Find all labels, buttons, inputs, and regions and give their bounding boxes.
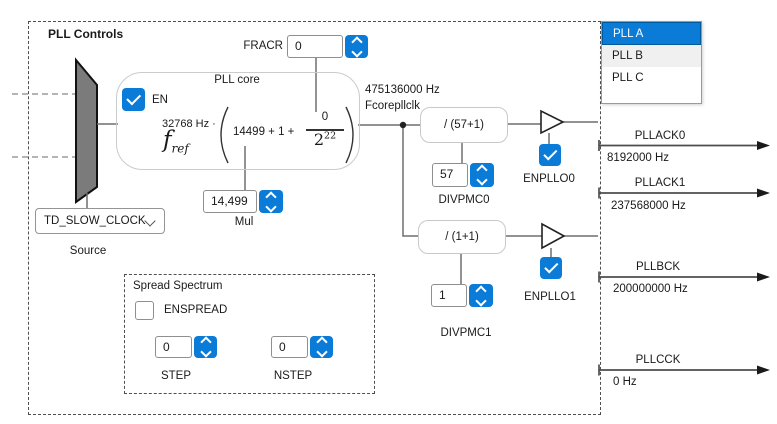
divpmc1-expression-box: / (1+1) <box>418 220 506 254</box>
step-spinner-buttons[interactable] <box>194 336 217 358</box>
en-checkbox-label: EN <box>152 94 168 106</box>
arrow-icon-0 <box>757 141 770 150</box>
pll-selector-item-c[interactable]: PLL C <box>602 67 701 89</box>
denom-base: 2 <box>313 130 325 149</box>
chevron-down-icon <box>265 200 277 213</box>
nstep-input[interactable]: 0 <box>271 336 308 358</box>
arrow-icon-3 <box>757 365 770 375</box>
source-dropdown-value: TD_SLOW_CLOCK <box>44 215 146 227</box>
pll-item-label: PLL A <box>613 27 644 40</box>
divpmc0-input[interactable]: 57 <box>432 163 468 187</box>
formula-ref-freq: 32768 Hz · <box>162 118 216 130</box>
fracr-spinner: 0 <box>287 35 368 58</box>
core-output-freq: 475136000 Hz <box>365 84 440 96</box>
arrow-icon-2 <box>757 272 770 282</box>
enpllo0-label: ENPLLO0 <box>523 173 575 185</box>
fref-f: f <box>163 127 172 153</box>
output-name: PLLACK1 <box>634 177 686 189</box>
enpllo1-checkbox[interactable] <box>540 257 562 279</box>
en-checkbox[interactable] <box>122 88 145 111</box>
mul-input[interactable]: 14,499 <box>203 190 257 213</box>
mul-label: Mul <box>234 216 254 228</box>
nstep-label: NSTEP <box>273 370 313 382</box>
chevron-down-icon <box>199 346 212 358</box>
output-freq: 0 Hz <box>613 376 637 388</box>
chevron-down-icon <box>475 294 487 307</box>
output-name: PLLCCK <box>635 354 681 366</box>
spread-spectrum-box <box>124 274 375 394</box>
mux-shape <box>75 57 98 204</box>
divpmc1-spinner: 1 <box>431 284 493 307</box>
paren-left <box>220 106 229 164</box>
chevron-down-icon <box>350 45 363 58</box>
fraction-bar <box>306 129 344 131</box>
step-label: STEP <box>160 370 192 382</box>
mul-spinner: 14,499 <box>203 190 283 213</box>
fracr-label: FRACR <box>243 40 283 52</box>
divpmc0-expression-box: / (57+1) <box>420 107 508 143</box>
chevron-down-icon <box>144 215 156 227</box>
step-spinner: 0 <box>155 336 217 358</box>
pll-controls-container <box>28 21 601 415</box>
pll-selector-list: PLL A PLL B PLL C <box>601 21 702 104</box>
enspread-checkbox[interactable] <box>135 301 154 320</box>
output-freq: 200000000 Hz <box>613 283 688 295</box>
core-output-name: Fcorepllclk <box>365 100 420 112</box>
fracr-input[interactable]: 0 <box>287 35 343 58</box>
output-name: PLLBCK <box>635 261 681 273</box>
formula-fref-symbol: fref <box>163 127 189 156</box>
output-name: PLLACK0 <box>634 130 686 142</box>
pll-selector-item-b[interactable]: PLL B <box>602 45 701 67</box>
mul-spinner-buttons[interactable] <box>259 190 283 213</box>
junction-dot <box>399 121 407 129</box>
formula-frac-numerator: 0 <box>321 111 329 123</box>
divpmc1-input[interactable]: 1 <box>431 284 467 307</box>
pll-core-title: PLL core <box>214 74 260 86</box>
divpmc1-spinner-buttons[interactable] <box>469 284 493 307</box>
denom-exp: 22 <box>324 130 337 142</box>
divpmc0-label: DIVPMC0 <box>438 194 490 206</box>
enspread-label: ENSPREAD <box>164 304 228 316</box>
buffer1-icon <box>541 222 566 250</box>
nstep-spinner-buttons[interactable] <box>310 336 333 358</box>
divpmc0-spinner: 57 <box>432 163 494 187</box>
source-dropdown[interactable]: TD_SLOW_CLOCK <box>35 208 165 234</box>
fracr-spinner-buttons[interactable] <box>345 35 368 58</box>
divpmc0-spinner-buttons[interactable] <box>470 163 494 187</box>
step-input[interactable]: 0 <box>155 336 192 358</box>
panel-title: PLL Controls <box>48 27 124 41</box>
formula-frac-denominator: 222 <box>314 130 336 149</box>
chevron-down-icon <box>476 174 488 186</box>
enpllo0-checkbox[interactable] <box>539 144 561 166</box>
buffer0-icon <box>540 109 565 135</box>
branch-line <box>402 125 418 237</box>
formula-int-term: 14499 + 1 + <box>233 126 295 138</box>
chevron-down-icon <box>315 346 328 358</box>
output-freq: 8192000 Hz <box>607 152 670 164</box>
pll-item-label: PLL C <box>612 72 644 84</box>
nstep-spinner: 0 <box>271 336 333 358</box>
pll-selector-item-a[interactable]: PLL A <box>602 22 701 45</box>
fref-sub: ref <box>171 141 189 156</box>
output-freq: 237568000 Hz <box>611 200 686 212</box>
pll-item-label: PLL B <box>612 50 643 62</box>
divpmc1-label: DIVPMC1 <box>440 327 492 339</box>
enpllo1-label: ENPLLO1 <box>524 291 576 303</box>
arrow-icon-1 <box>757 188 770 198</box>
source-label: Source <box>69 245 107 257</box>
pll-core-box <box>116 72 360 170</box>
spread-spectrum-title: Spread Spectrum <box>133 280 223 292</box>
